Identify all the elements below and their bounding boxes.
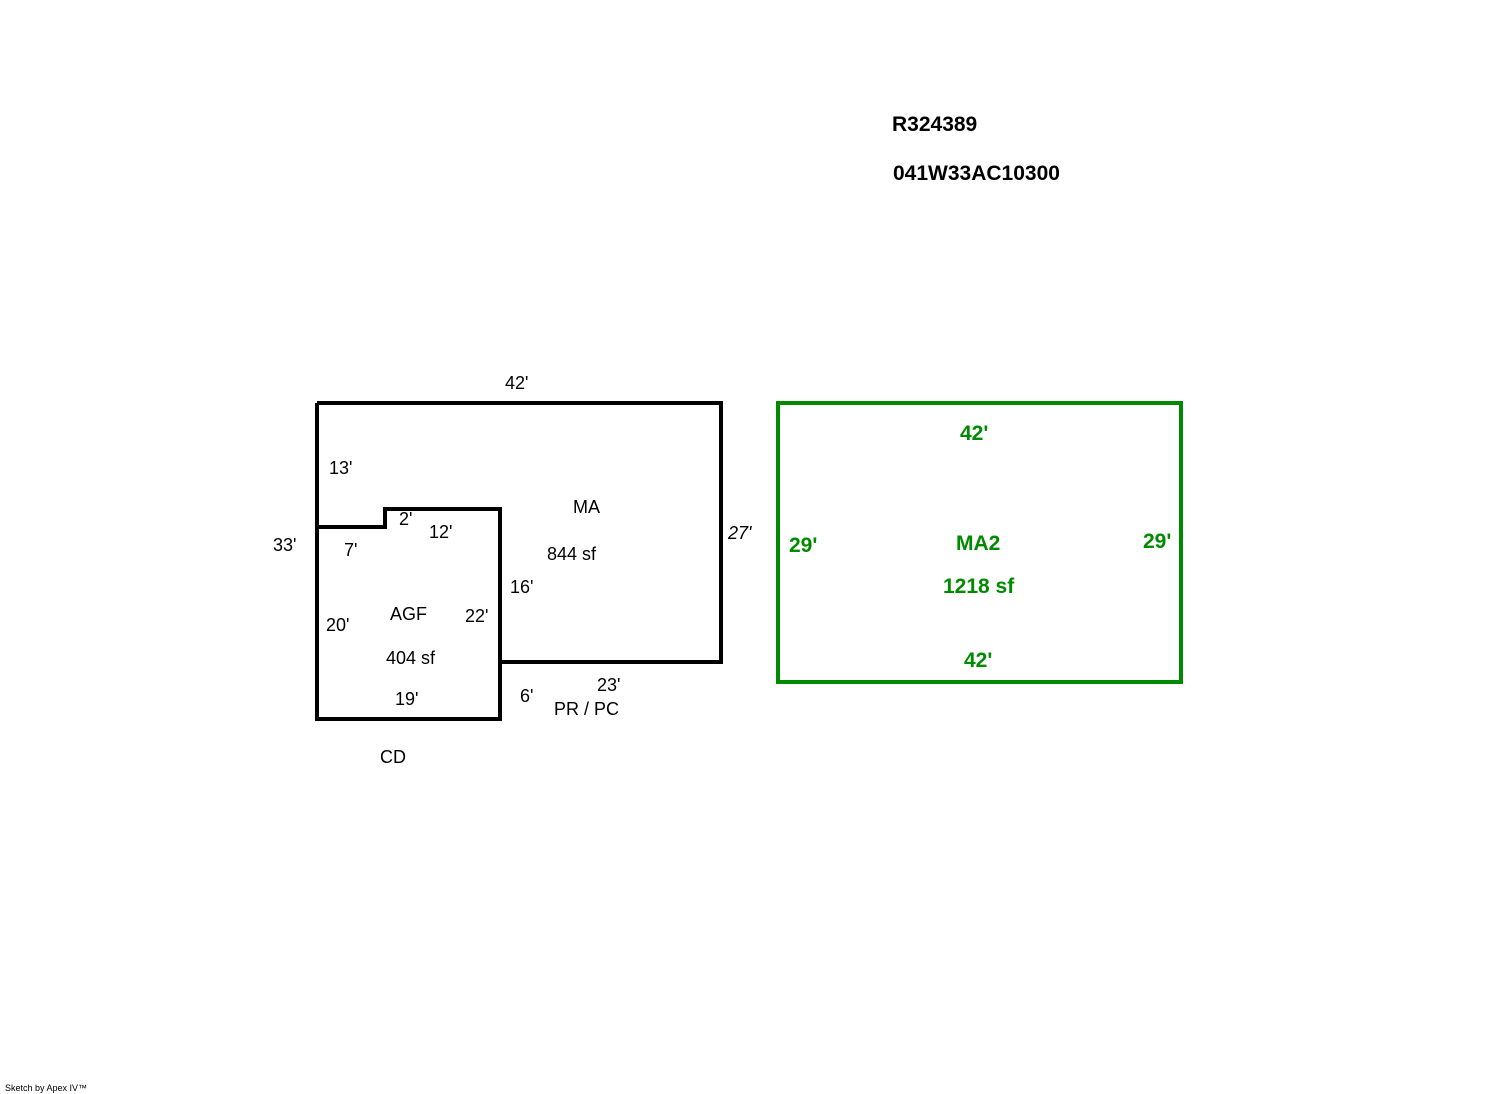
agf-outline	[315, 403, 502, 721]
ma2-outline	[776, 401, 1183, 684]
ma2-area: 1218 sf	[943, 575, 1015, 598]
agf-dim-right: 22'	[465, 606, 488, 626]
agf-dim-notch-h: 2'	[399, 509, 412, 529]
ma-dim-top: 42'	[505, 373, 528, 393]
agf-dim-top: 12'	[429, 522, 452, 542]
ma-dim-left-upper: 13'	[329, 458, 352, 478]
ma2-dim-top: 42'	[960, 422, 988, 445]
account-id: R324389	[892, 113, 977, 136]
cd-label: CD	[380, 747, 406, 767]
agf-area: 404 sf	[386, 648, 436, 668]
ma-dim-left-total: 33'	[273, 535, 296, 555]
agf-dim-bottom: 19'	[395, 689, 418, 709]
agf-dim-stub: 6'	[520, 686, 533, 706]
footer-credit: Sketch by Apex IV™	[5, 1083, 87, 1093]
ma-code: MA	[573, 497, 600, 517]
agf-dim-left: 20'	[326, 615, 349, 635]
map-tax-lot: 041W33AC10300	[893, 162, 1060, 185]
ma2-code: MA2	[956, 532, 1000, 555]
ma2-dim-bottom: 42'	[964, 649, 992, 672]
ma2-dim-right: 29'	[1143, 530, 1171, 553]
ma-area: 844 sf	[547, 544, 597, 564]
ma-outline	[317, 401, 723, 664]
ma-dim-right: 27'	[727, 523, 752, 543]
porch-label: PR / PC	[554, 699, 619, 719]
agf-dim-notch-w: 7'	[344, 540, 357, 560]
agf-code: AGF	[390, 604, 427, 624]
ma-dim-bottom: 23'	[597, 675, 620, 695]
ma-dim-inner: 16'	[510, 577, 533, 597]
ma2-dim-left: 29'	[789, 534, 817, 557]
